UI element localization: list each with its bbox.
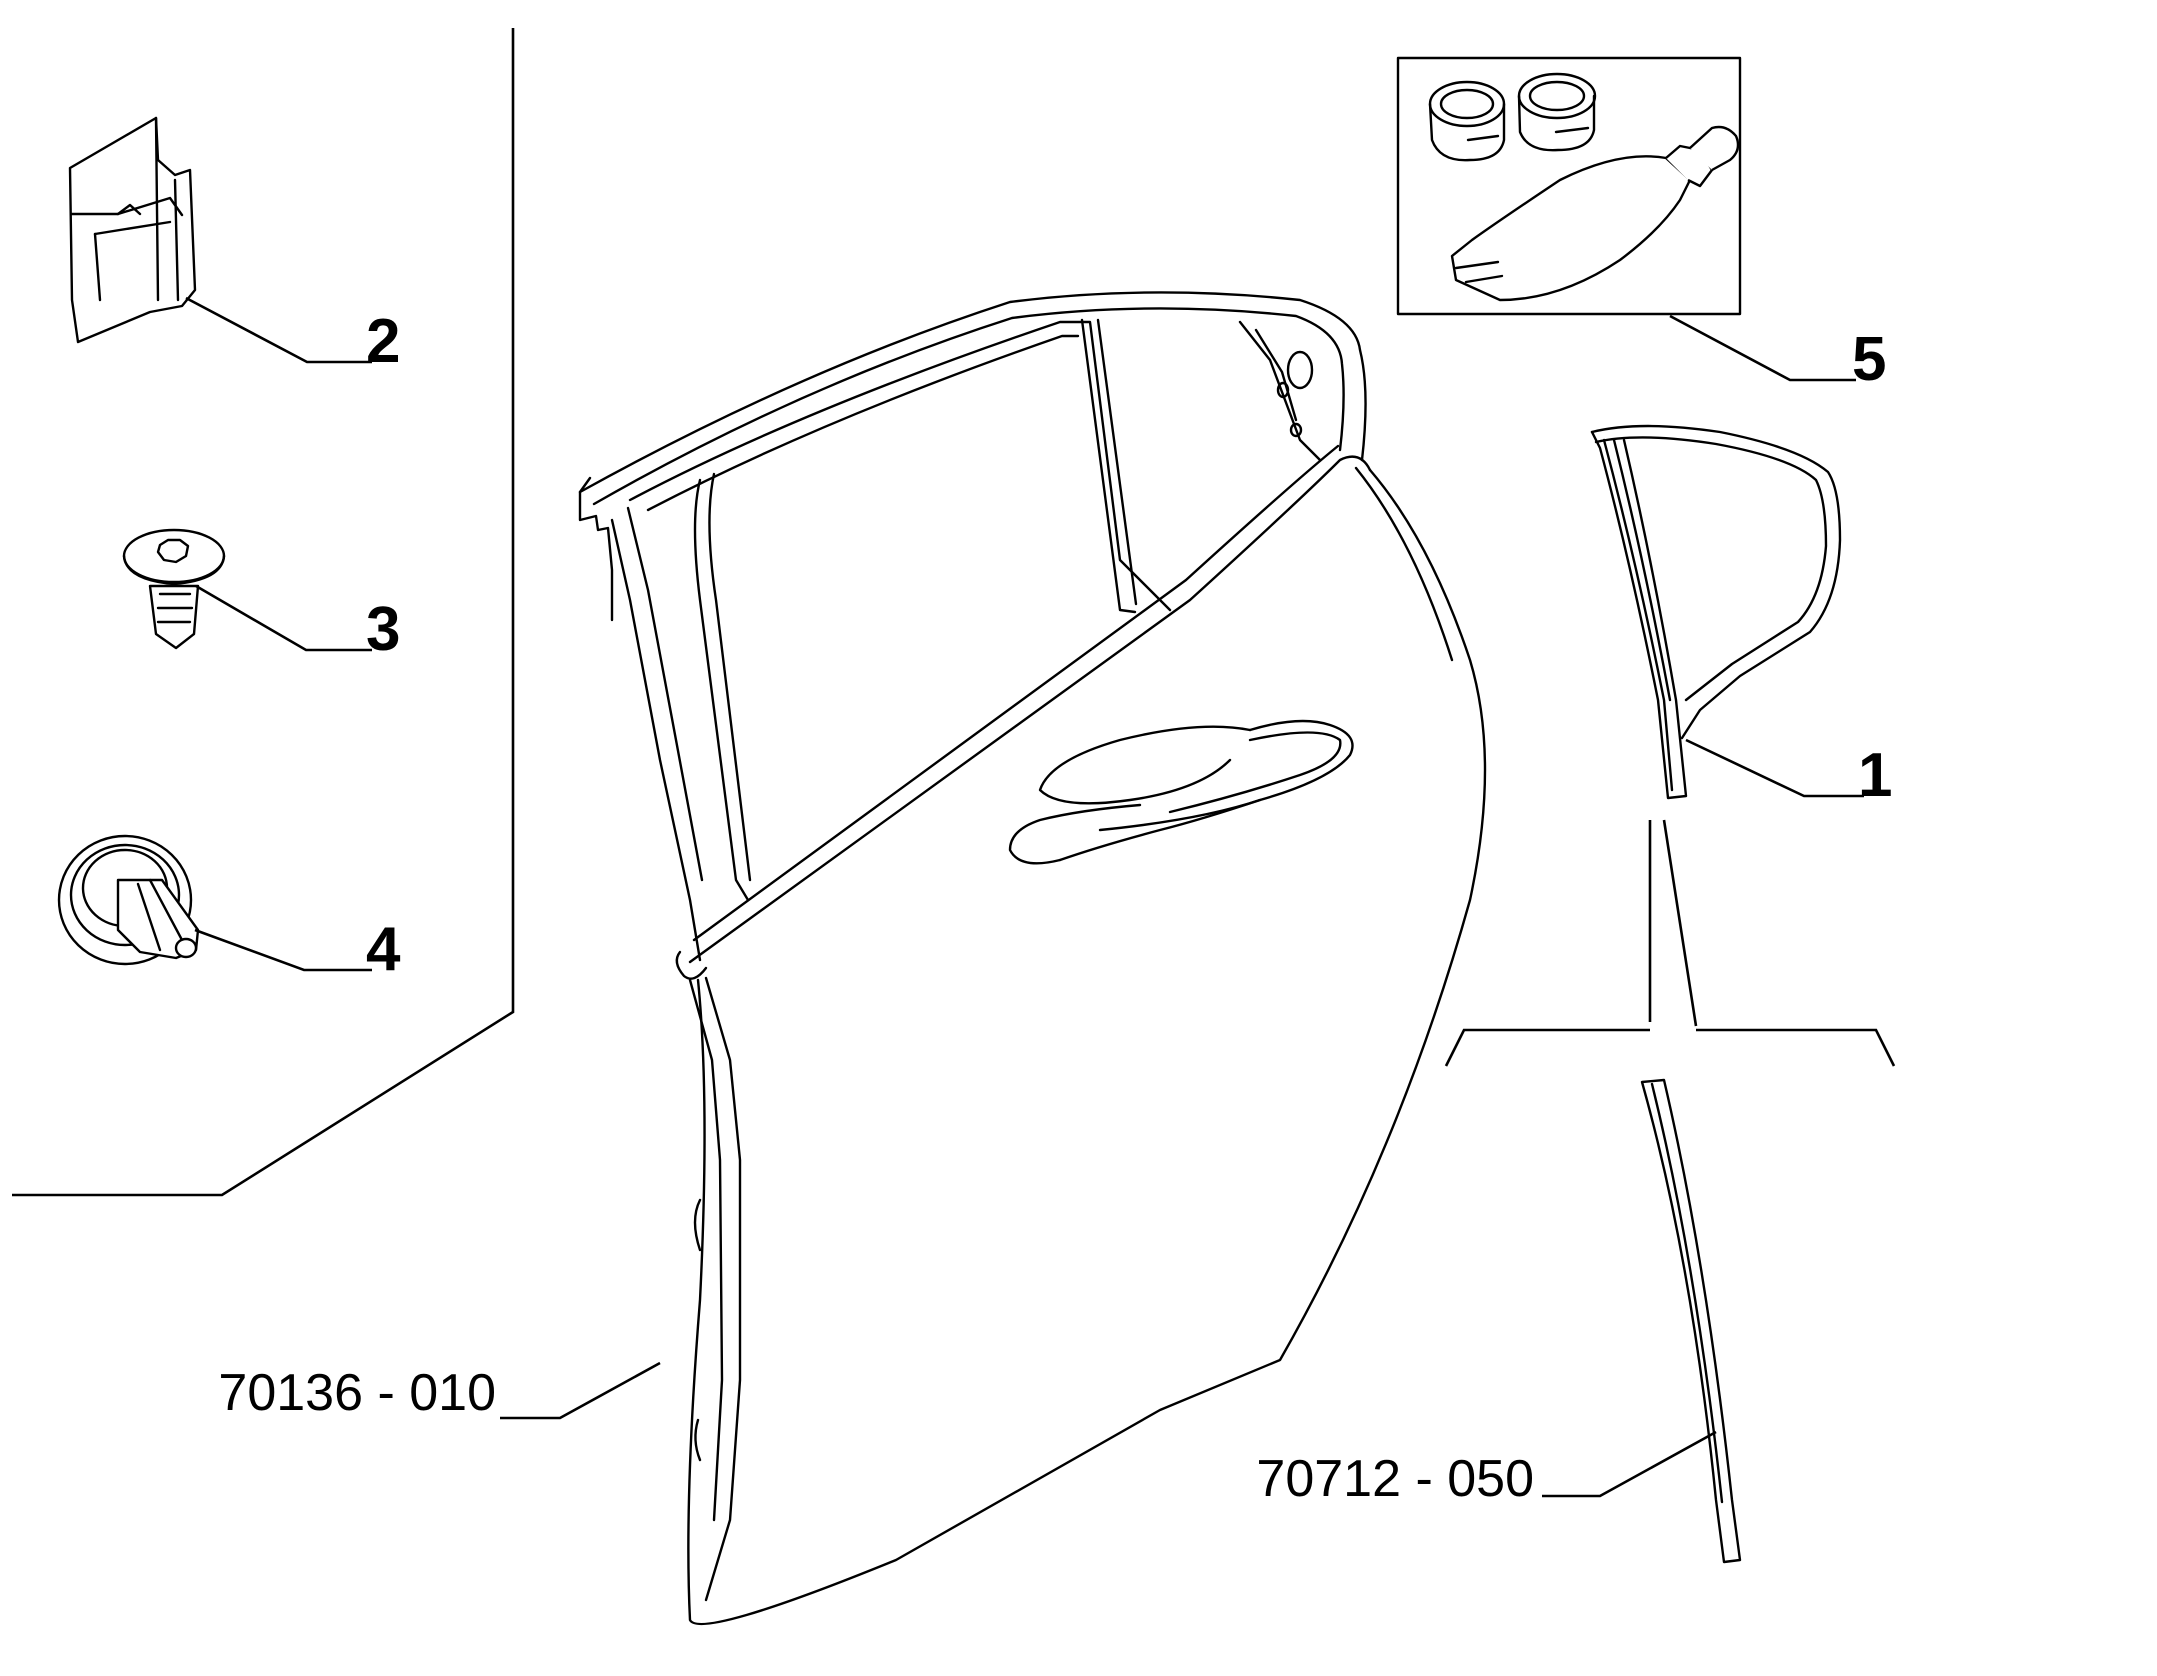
callout-4: 4 [194, 915, 401, 984]
door-part-number: 70136 - 010 [218, 1364, 496, 1422]
door-reference: 70136 - 010 [218, 1361, 661, 1422]
callout-1: 1 [1685, 738, 1892, 810]
callout-4-label: 4 [366, 915, 401, 984]
part-clip[interactable] [68, 116, 197, 344]
callout-5: 5 [1669, 314, 1886, 394]
part-screw[interactable] [122, 528, 226, 650]
fastener-group-frame [12, 28, 515, 1197]
quarter-window-glass[interactable] [1590, 424, 1842, 800]
strip-part-number: 70712 - 050 [1256, 1450, 1534, 1508]
repair-kit-box[interactable] [1396, 56, 1742, 316]
part-grommet[interactable] [57, 834, 200, 966]
callout-3: 3 [195, 584, 400, 664]
callout-1-label: 1 [1858, 741, 1892, 810]
callout-2: 2 [185, 296, 400, 376]
callout-2-label: 2 [366, 307, 400, 376]
rear-door[interactable] [578, 291, 1487, 1626]
seal-strip[interactable] [1640, 1078, 1742, 1564]
callout-5-label: 5 [1852, 325, 1886, 394]
strip-reference: 70712 - 050 [1256, 1430, 1717, 1508]
detail-bracket [1444, 819, 1896, 1067]
callout-3-label: 3 [366, 595, 400, 664]
